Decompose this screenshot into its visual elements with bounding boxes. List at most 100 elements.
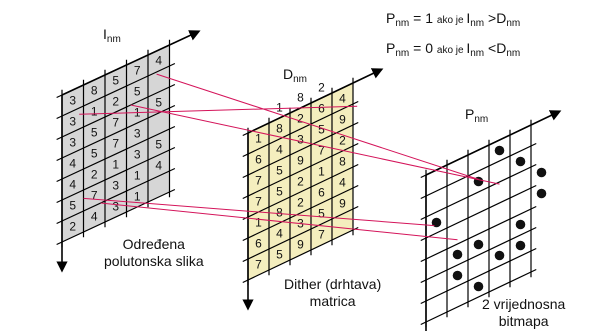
bitmap-grid-row-line [420,163,537,221]
matrix-value: 1 [276,101,283,115]
matrix-value: 5 [134,85,141,99]
bitmap-dot [494,145,505,156]
matrix-value: 2 [69,220,76,234]
bitmap-grid-row-line [420,184,537,242]
matrix-value: 4 [155,54,162,68]
matrix-value: 2 [112,95,119,109]
bitmap-grid-row-line [420,142,537,200]
matrix-value: 3 [134,127,141,141]
bitmap-grid-row-line [420,205,537,263]
connector-line [156,73,479,180]
bitmap-dot [515,219,526,230]
dither-grid-row-line [242,121,359,179]
image-grid-row-line [56,83,176,141]
connector-line [83,197,435,227]
matrix-value: 2 [339,134,346,148]
matrix-value: 4 [91,210,98,224]
matrix-value: 1 [255,216,262,230]
matrix-value: 7 [318,144,325,158]
connector-line [79,105,358,115]
matrix-value: 4 [69,178,76,192]
dither-grid-row-line [242,184,359,242]
caption-bitmap: 2 vrijednosna bitmapa [482,296,566,329]
matrix-value: 7 [134,64,141,78]
matrix-value: 9 [339,197,346,211]
matrix-value: 7 [318,228,325,242]
matrix-value: 7 [112,137,119,151]
bitmap-grid [420,110,562,336]
rule-p-equals-1: Pnm = 1 ako je Inm >Dnm [386,10,521,29]
matrix-value: 8 [339,155,346,169]
image-grid-row-line [56,167,176,225]
matrix-value: 5 [91,126,98,140]
matrix-value: 7 [255,258,262,272]
matrix-value: 2 [91,168,98,182]
label-d-nm: Dnm [283,66,308,85]
matrix-value: 3 [297,133,304,147]
matrix-value: 3 [69,115,76,129]
matrix-value: 6 [318,186,325,200]
dither-grid-axis-x [247,68,384,134]
matrix-value: 4 [155,159,162,173]
dither-grid-row-line [242,100,359,158]
matrix-value: 8 [276,122,283,136]
matrix-value: 1 [91,105,98,119]
matrix-value: 7 [91,189,98,203]
matrix-value: 1 [318,165,325,179]
dither-grid: 1826464359759727521818264643597597 [242,68,384,311]
matrix-value: 9 [297,154,304,168]
matrix-value: 5 [155,138,162,152]
label-p-nm: Pnm [465,106,489,125]
matrix-value: 9 [297,238,304,252]
matrix-value: 3 [134,148,141,162]
image-grid: 38574312535715457342135573142431 [56,30,201,273]
image-grid-row-line [56,125,176,183]
matrix-value: 2 [297,175,304,189]
matrix-value: 5 [112,74,119,88]
matrix-value: 4 [276,143,283,157]
matrix-value: 6 [318,102,325,116]
matrix-value: 4 [339,176,346,190]
matrix-value: 8 [297,91,304,105]
bitmap-grid-axis-x [425,110,562,176]
bitmap-grid-row-line [420,268,537,326]
bitmap-grid-row-line [420,226,537,284]
matrix-value: 5 [91,147,98,161]
matrix-value: 4 [339,92,346,106]
image-grid-axis-x [61,30,201,96]
caption-dither-matrix: Dither (drhtava) matrica [284,276,382,309]
bitmap-dot [536,167,547,178]
bitmap-dot [431,217,442,228]
matrix-value: 5 [276,185,283,199]
matrix-value: 6 [255,153,262,167]
bitmap-dot [536,188,547,199]
matrix-value: 3 [112,200,119,214]
matrix-value: 1 [112,158,119,172]
matrix-value: 5 [276,164,283,178]
matrix-value: 7 [112,116,119,130]
bitmap-dot [452,249,463,260]
matrix-value: 2 [297,196,304,210]
matrix-value: 8 [91,84,98,98]
matrix-value: 2 [297,112,304,126]
matrix-value: 3 [69,94,76,108]
matrix-value: 2 [318,81,325,95]
matrix-value: 5 [318,207,325,221]
bitmap-dot [515,156,526,167]
matrix-value: 5 [69,199,76,213]
matrix-value: 7 [255,195,262,209]
matrix-value: 7 [255,174,262,188]
dither-grid-row-line [242,163,359,221]
connector-line [100,202,458,241]
matrix-value: 5 [276,248,283,262]
image-grid-row-line [56,62,176,120]
bitmap-grid-row-line [420,247,537,305]
bitmap-dot [515,240,526,251]
matrix-value: 1 [134,190,141,204]
matrix-value: 6 [255,237,262,251]
matrix-value: 3 [112,179,119,193]
connector-line [130,104,500,185]
rule-p-equals-0: Pnm = 0 ako je Inm <Dnm [386,40,521,59]
